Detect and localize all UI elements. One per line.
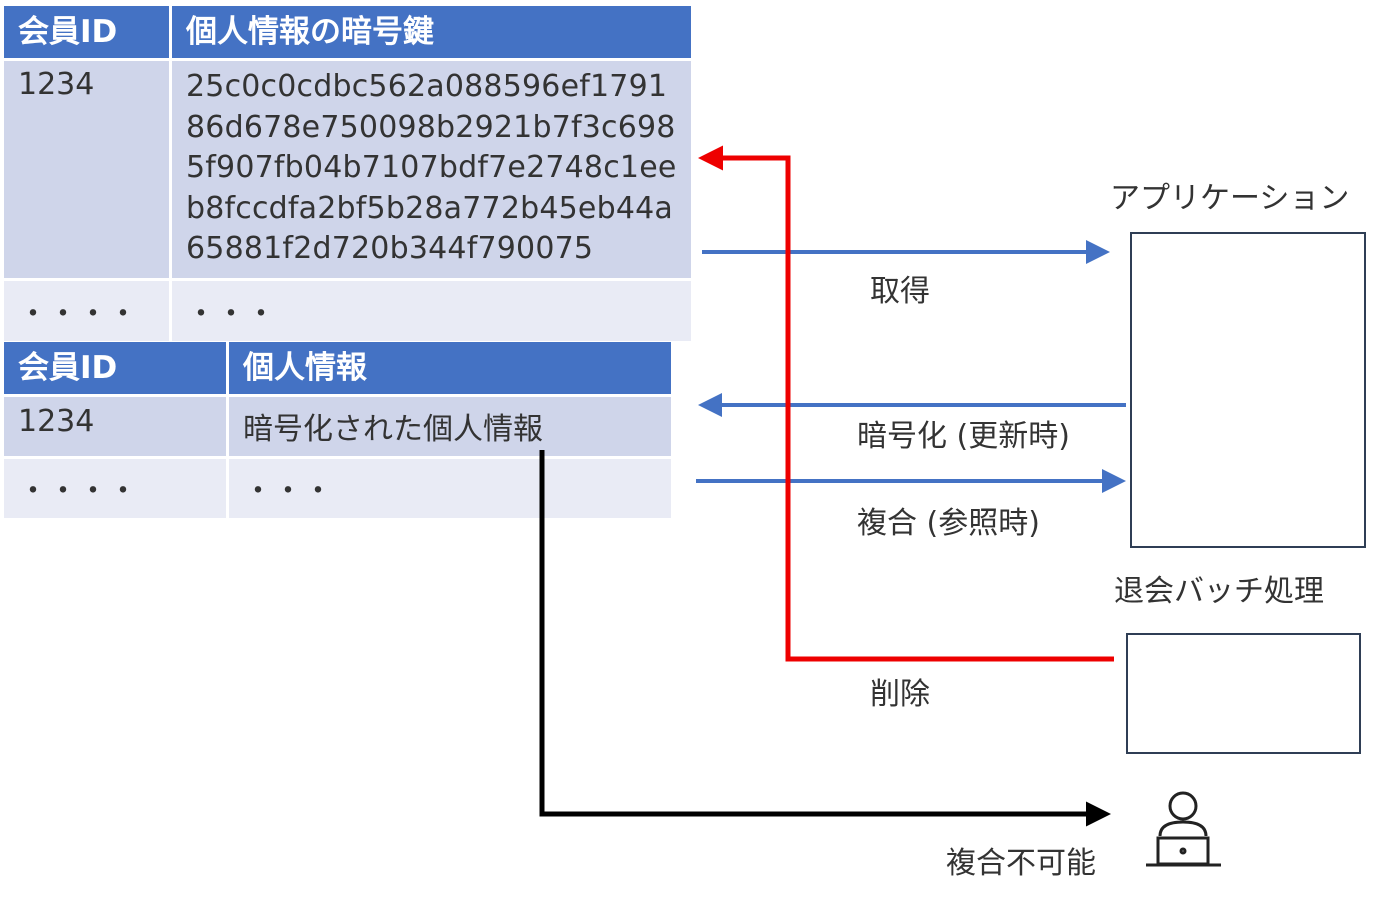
header-personal-info: 個人情報 bbox=[229, 342, 671, 394]
batch-label: 退会バッチ処理 bbox=[1114, 574, 1324, 609]
batch-box bbox=[1126, 633, 1361, 754]
key-table: 会員ID 個人情報の暗号鍵 1234 25c0c0cdbc562a088596e… bbox=[1, 3, 694, 344]
cell-ellipsis: ・・・ bbox=[229, 459, 671, 518]
key-table-header: 会員ID 個人情報の暗号鍵 bbox=[4, 6, 691, 58]
undecryptable-arrow bbox=[539, 450, 1111, 827]
cell-member-id: 1234 bbox=[4, 397, 226, 456]
decrypt-label: 複合 (参照時) bbox=[857, 506, 1040, 541]
table-row: ・・・・ ・・・ bbox=[4, 280, 691, 341]
data-table-header: 会員ID 個人情報 bbox=[4, 342, 671, 394]
cell-encryption-key: 25c0c0cdbc562a088596ef1791 86d678e750098… bbox=[172, 61, 691, 278]
delete-arrow bbox=[698, 145, 1114, 662]
cell-ellipsis: ・・・・ bbox=[4, 459, 226, 518]
table-row: 1234 暗号化された個人情報 bbox=[4, 397, 671, 456]
encryption-key-text: 25c0c0cdbc562a088596ef1791 86d678e750098… bbox=[186, 69, 677, 266]
undecryptable-label: 複合不可能 bbox=[946, 846, 1096, 881]
application-box bbox=[1130, 232, 1366, 548]
person-with-laptop-icon bbox=[1146, 791, 1221, 867]
encrypt-label: 暗号化 (更新時) bbox=[857, 419, 1070, 454]
table-row: 1234 25c0c0cdbc562a088596ef1791 86d678e7… bbox=[4, 61, 691, 278]
delete-label: 削除 bbox=[870, 677, 930, 712]
cell-ellipsis: ・・・・ bbox=[4, 280, 169, 341]
header-member-id: 会員ID bbox=[4, 342, 226, 394]
get-label: 取得 bbox=[870, 274, 930, 309]
header-encryption-key: 個人情報の暗号鍵 bbox=[172, 6, 691, 58]
cell-encrypted-info: 暗号化された個人情報 bbox=[229, 397, 671, 456]
header-member-id: 会員ID bbox=[4, 6, 169, 58]
application-label: アプリケーション bbox=[1110, 181, 1350, 216]
table-row: ・・・・ ・・・ bbox=[4, 459, 671, 518]
cell-ellipsis: ・・・ bbox=[172, 280, 691, 341]
cell-member-id: 1234 bbox=[4, 61, 169, 278]
personal-info-table: 会員ID 個人情報 1234 暗号化された個人情報 ・・・・ ・・・ bbox=[1, 339, 674, 521]
